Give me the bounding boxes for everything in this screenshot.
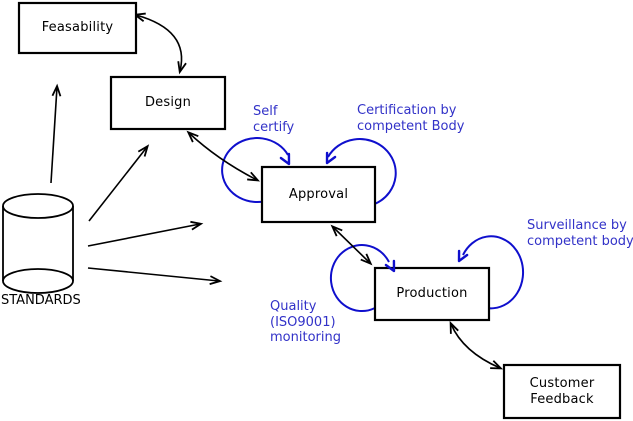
feasability-box bbox=[17, 1, 138, 55]
production-box bbox=[373, 266, 491, 322]
arrow-approval-production bbox=[330, 224, 373, 266]
customer-feedback-label: Customer Feedback bbox=[504, 365, 620, 418]
quality-arrowhead-icon bbox=[384, 259, 396, 273]
annotation-surveillance: Surveillance by competent body bbox=[527, 218, 633, 249]
annotation-surveillance-line2: competent body bbox=[527, 233, 633, 249]
annotation-certification-line2: competent Body bbox=[357, 118, 465, 134]
annotation-certification-line1: Certification by bbox=[357, 103, 457, 118]
arrow-design-approval bbox=[186, 130, 261, 182]
annotation-quality-line3: monitoring bbox=[270, 330, 341, 345]
customer-feedback-label-line1: Customer bbox=[529, 376, 595, 391]
annotation-self-certify-line1: Self bbox=[253, 104, 278, 119]
arrow-standards-feasability bbox=[50, 83, 62, 184]
annotation-self-certify-line2: certify bbox=[253, 119, 295, 135]
certification-arrowhead-icon bbox=[325, 151, 337, 165]
arrow-feasability-design bbox=[132, 12, 187, 75]
customer-feedback-label-line2: Feedback bbox=[530, 391, 594, 407]
customer-feedback-box bbox=[502, 363, 622, 420]
design-label: Design bbox=[144, 95, 192, 111]
annotation-surveillance-line1: Surveillance by bbox=[527, 218, 627, 233]
standards-cylinder-icon bbox=[2, 193, 74, 294]
arrow-production-feedback bbox=[449, 320, 504, 370]
annotation-self-certify: Self certify bbox=[253, 104, 294, 135]
annotation-quality-line2: (ISO9001) bbox=[270, 314, 336, 330]
surveillance-arrowhead-icon bbox=[457, 249, 469, 263]
annotation-certification: Certification by competent Body bbox=[357, 103, 464, 134]
feasability-label: Feasability bbox=[41, 20, 114, 36]
production-label: Production bbox=[396, 286, 468, 302]
arrow-standards-approval bbox=[87, 220, 204, 247]
approval-box bbox=[260, 165, 377, 224]
arrow-standards-production bbox=[87, 267, 223, 285]
arrow-standards-design bbox=[88, 144, 150, 222]
annotation-quality-line1: Quality bbox=[270, 299, 317, 314]
approval-label: Approval bbox=[288, 186, 349, 202]
self-certify-arrowhead-icon bbox=[279, 152, 291, 166]
annotation-quality: Quality (ISO9001) monitoring bbox=[270, 299, 341, 346]
design-box bbox=[109, 75, 227, 131]
standards-label: STANDARDS bbox=[1, 293, 81, 308]
